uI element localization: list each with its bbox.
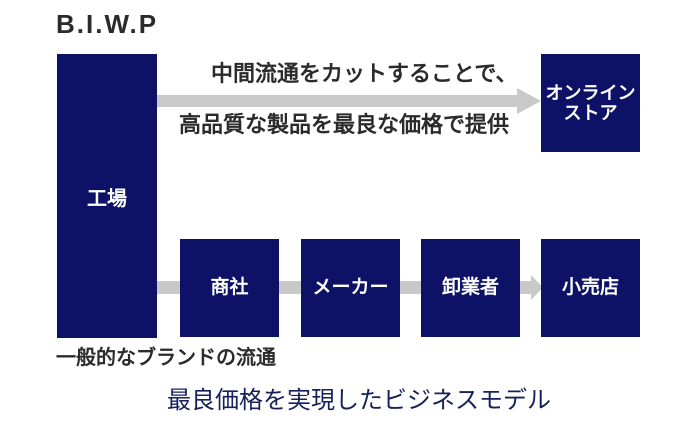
caption-quality-best-price: 高品質な製品を最良な価格で提供 <box>179 112 510 137</box>
connector-bar-icon-2 <box>278 281 302 294</box>
connector-bar-icon-3 <box>399 281 422 294</box>
node-box-wholesaler: 卸業者 <box>421 239 520 337</box>
caption-cut-middle-distribution: 中間流通をカットすることで、 <box>211 61 518 86</box>
right-arrow-icon-main <box>157 88 541 114</box>
node-label-retailer: 小売店 <box>561 277 619 299</box>
node-box-trading-company: 商社 <box>180 239 279 337</box>
node-box-maker: メーカー <box>301 239 400 337</box>
node-box-online-store: オンライン ストア <box>541 54 640 152</box>
page-title: B.I.W.P <box>56 9 159 39</box>
node-box-retailer: 小売店 <box>541 239 640 337</box>
node-label-maker: メーカー <box>312 277 389 299</box>
node-box-factory: 工場 <box>57 54 157 338</box>
tagline-text: 最良価格を実現したビジネスモデル <box>167 388 551 414</box>
node-label-online-store: オンライン ストア <box>545 82 636 123</box>
connector-bar-icon-1 <box>157 281 181 294</box>
node-label-trading-company: 商社 <box>210 277 249 299</box>
node-label-wholesaler: 卸業者 <box>441 277 499 299</box>
caption-general-brand-distribution: 一般的なブランドの流通 <box>56 347 276 369</box>
right-arrow-icon-retail <box>519 275 543 300</box>
node-label-factory: 工場 <box>87 187 127 210</box>
